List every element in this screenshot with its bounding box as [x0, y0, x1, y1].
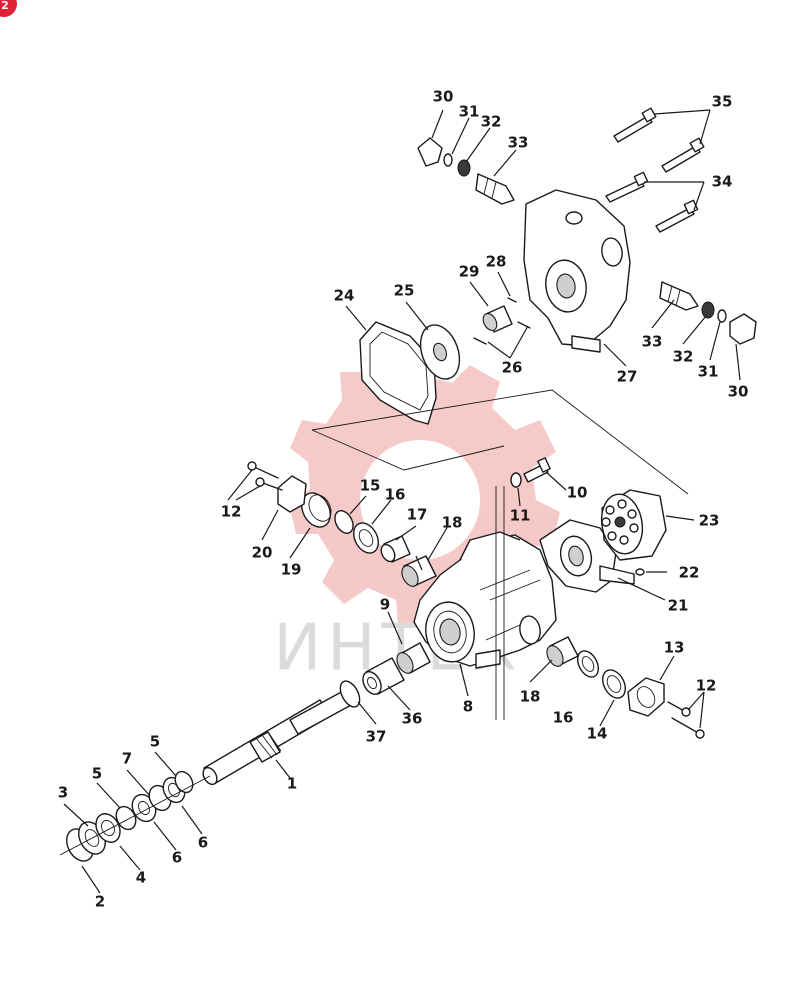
callout-25: 25: [394, 282, 415, 300]
part-pin-28: [507, 297, 517, 303]
part-ring-4: [95, 813, 121, 843]
part-plug-19: [301, 492, 332, 528]
part-screws-12b: [667, 701, 705, 739]
callout-30a: 30: [433, 88, 454, 106]
callout-4: 4: [136, 869, 146, 887]
part-key-22: [635, 568, 645, 576]
part-oring-15: [334, 510, 354, 534]
callout-18b: 18: [520, 688, 541, 706]
part-plug-30b: [729, 313, 757, 345]
part-plate-25: [419, 324, 461, 380]
part-bearing-18a: [401, 555, 437, 587]
callout-28: 28: [486, 253, 507, 271]
part-valve-33a: [475, 173, 515, 205]
part-spring-32b: [701, 301, 715, 319]
callout-16a: 16: [385, 486, 406, 504]
part-spring-32a: [457, 159, 471, 177]
callout-18a: 18: [442, 514, 463, 532]
callout-7: 7: [122, 750, 132, 768]
part-port-block-27: [523, 189, 631, 353]
callout-35: 35: [712, 93, 733, 111]
part-bearing-17: [380, 535, 411, 563]
part-oring-31b: [717, 309, 727, 323]
callout-19: 19: [281, 561, 302, 579]
callout-11: 11: [510, 507, 531, 525]
callout-31b: 31: [698, 363, 719, 381]
part-swashplate-21: [539, 519, 635, 593]
part-cover-13: [627, 677, 665, 717]
part-washer-11: [510, 472, 522, 488]
callout-17: 17: [407, 506, 428, 524]
callout-2: 2: [95, 893, 105, 911]
callout-27: 27: [617, 368, 638, 386]
callout-36: 36: [402, 710, 423, 728]
part-oring-37: [339, 680, 361, 708]
part-gasket-24: [359, 321, 437, 425]
callout-8: 8: [463, 698, 473, 716]
callout-10: 10: [567, 484, 588, 502]
callout-30b: 30: [728, 383, 749, 401]
callout-16b: 16: [553, 709, 574, 727]
part-housing-8: [413, 531, 557, 669]
callout-29: 29: [459, 263, 480, 281]
callout-3: 3: [58, 784, 68, 802]
callout-12a: 12: [221, 503, 242, 521]
part-oring-31a: [443, 153, 453, 167]
part-washer-14: [602, 669, 626, 699]
callout-14: 14: [587, 725, 608, 743]
part-bolts-35: [613, 107, 705, 173]
part-washer-16b: [576, 650, 600, 678]
part-screws-12a: [247, 461, 283, 491]
callout-20: 20: [252, 544, 273, 562]
part-bearing-36: [362, 657, 405, 695]
callout-33a: 33: [508, 134, 529, 152]
callout-34: 34: [712, 173, 733, 191]
callout-23: 23: [699, 512, 720, 530]
callout-22: 22: [679, 564, 700, 582]
callout-13: 13: [664, 639, 685, 657]
callout-6b: 6: [198, 834, 208, 852]
part-bearing-29: [482, 305, 513, 333]
part-bearing-18b: [546, 636, 579, 667]
callout-31a: 31: [459, 103, 480, 121]
part-rotor-23: [600, 489, 667, 561]
leader-lines: [63, 109, 741, 894]
callout-21: 21: [668, 597, 689, 615]
callout-33b: 33: [642, 333, 663, 351]
callout-24: 24: [334, 287, 355, 305]
callout-32b: 32: [673, 348, 694, 366]
callout-26: 26: [502, 359, 523, 377]
callout-5b: 5: [150, 733, 160, 751]
part-valve-33b: [659, 281, 699, 311]
callout-32a: 32: [481, 113, 502, 131]
callout-37: 37: [366, 728, 387, 746]
callout-9: 9: [380, 596, 390, 614]
callout-5a: 5: [92, 765, 102, 783]
corner-badge-text: 2: [1, 0, 9, 12]
part-screw-10: [523, 457, 551, 483]
corner-badge: 2: [0, 0, 17, 17]
part-bearing-9: [396, 642, 431, 674]
explosion-lines: [59, 389, 689, 856]
part-cover-20: [277, 475, 307, 513]
part-plug-30a: [417, 137, 443, 167]
part-shaft-1: [202, 689, 354, 786]
part-bolts-34: [605, 171, 699, 233]
callout-12b: 12: [696, 677, 717, 695]
callout-15: 15: [360, 477, 381, 495]
part-washer-16a: [353, 522, 379, 554]
callout-labels: 1 2 3 4 5 5 6 6 7 8 9 10 11 12 12 13 14 …: [58, 88, 749, 911]
callout-1: 1: [287, 775, 297, 793]
callout-6a: 6: [172, 849, 182, 867]
